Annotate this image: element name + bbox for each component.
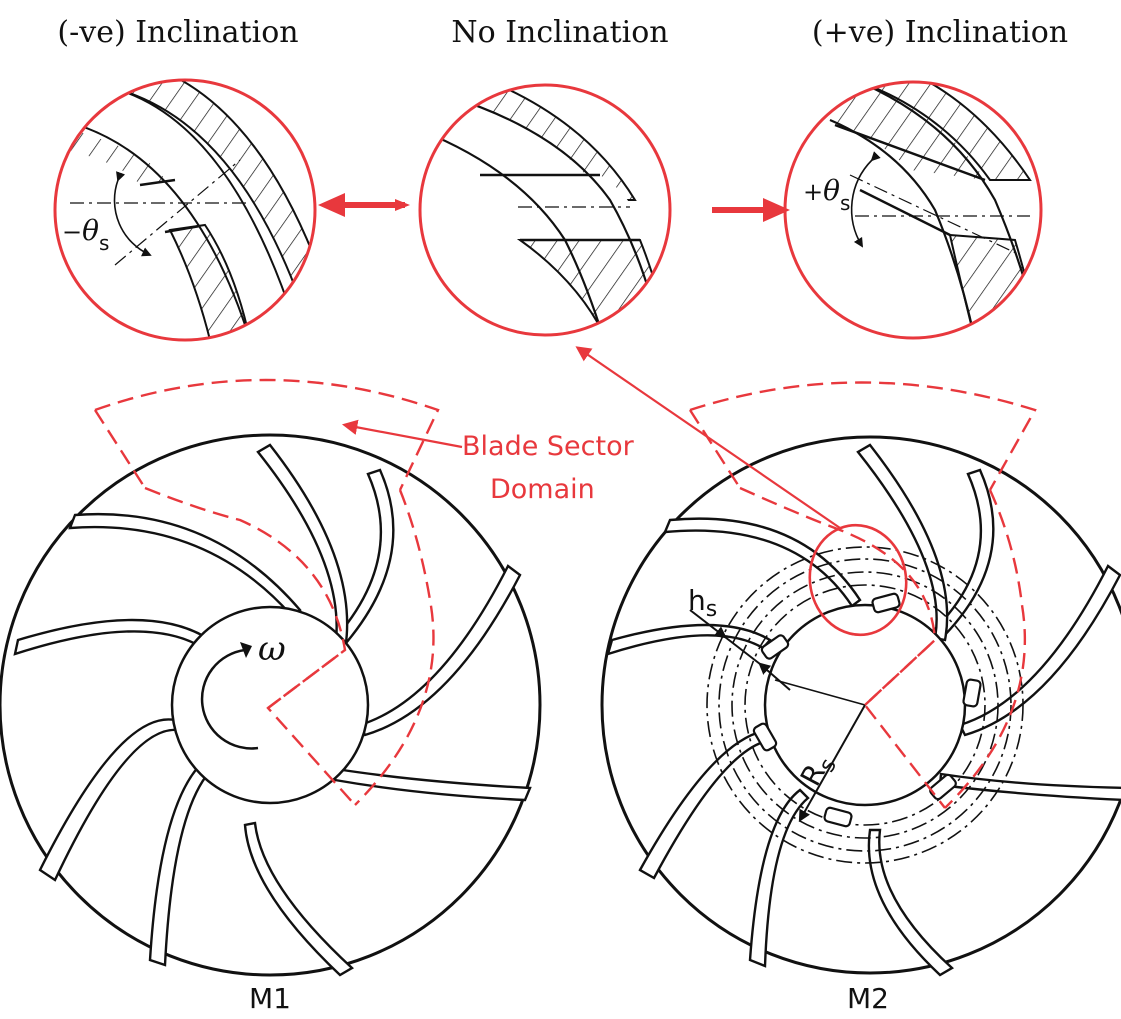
impeller-m2: hs Rs (575, 346, 1121, 977)
detail-negative-inclination: −θs (53, 78, 317, 342)
model-label-m1: M1 (249, 982, 291, 1015)
blade-sector-label-line2: Domain (490, 474, 595, 505)
title-positive-inclination: (+ve) Inclination (812, 15, 1068, 50)
title-negative-inclination: (-ve) Inclination (57, 15, 298, 50)
model-label-m2: M2 (847, 982, 889, 1015)
title-no-inclination: No Inclination (451, 15, 668, 50)
arrow-to-negative (318, 193, 410, 217)
detail-positive-inclination: +θs (783, 80, 1043, 340)
hs-label: hs (688, 584, 717, 622)
blade-sector-label-line1: Blade Sector (462, 431, 635, 462)
impeller-m1: ω (0, 378, 542, 977)
arrow-to-positive (712, 198, 790, 222)
omega-label: ω (258, 629, 286, 669)
neg-theta-label: −θs (62, 214, 109, 255)
detail-no-inclination (418, 83, 672, 337)
pos-theta-label: +θs (803, 174, 850, 215)
